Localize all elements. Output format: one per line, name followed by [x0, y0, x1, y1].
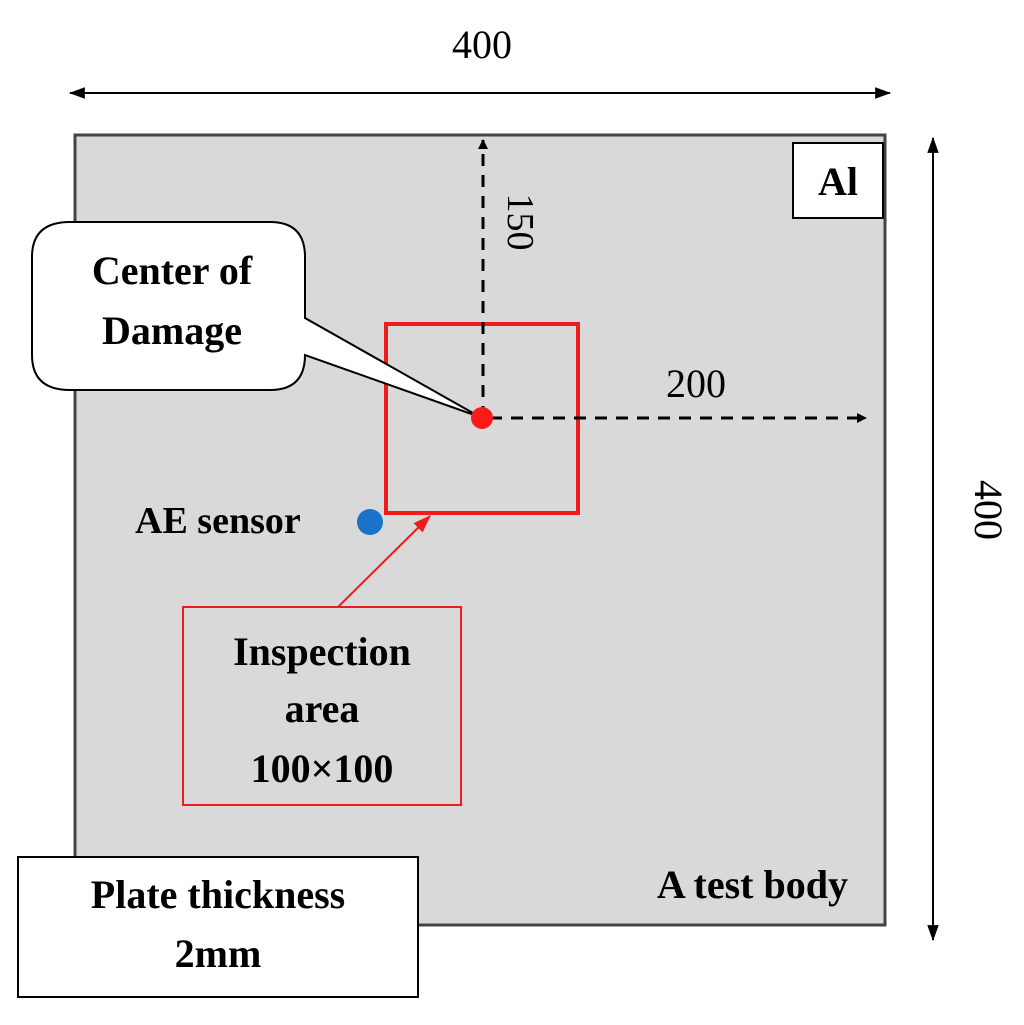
inspection-label-line1: Inspection: [233, 629, 411, 674]
material-badge: [792, 142, 884, 219]
inspection-label-line3: 100×100: [251, 746, 394, 791]
right-dimension-label: 400: [966, 480, 1011, 540]
plate-thickness-line2: 2mm: [175, 931, 262, 976]
material-label: Al: [818, 159, 858, 204]
inspection-label-line2: area: [285, 686, 360, 731]
test-body-label: A test body: [657, 862, 848, 907]
plate-thickness-box: [17, 856, 419, 998]
center-of-damage-label: Center of: [92, 248, 253, 293]
top-dimension-label: 400: [452, 22, 512, 67]
center-of-damage-label-2: Damage: [102, 308, 242, 353]
damage-center-dot: [471, 407, 493, 429]
vertical-offset-label: 150: [499, 194, 541, 251]
inspection-pointer-arrow: [337, 515, 431, 608]
ae-sensor-label: AE sensor: [135, 500, 301, 542]
plate-thickness-line1: Plate thickness: [91, 872, 345, 917]
inspection-label-box: [182, 606, 462, 806]
ae-sensor-dot: [357, 509, 383, 535]
center-of-damage-callout: [31, 221, 481, 418]
horizontal-offset-label: 200: [666, 361, 726, 406]
